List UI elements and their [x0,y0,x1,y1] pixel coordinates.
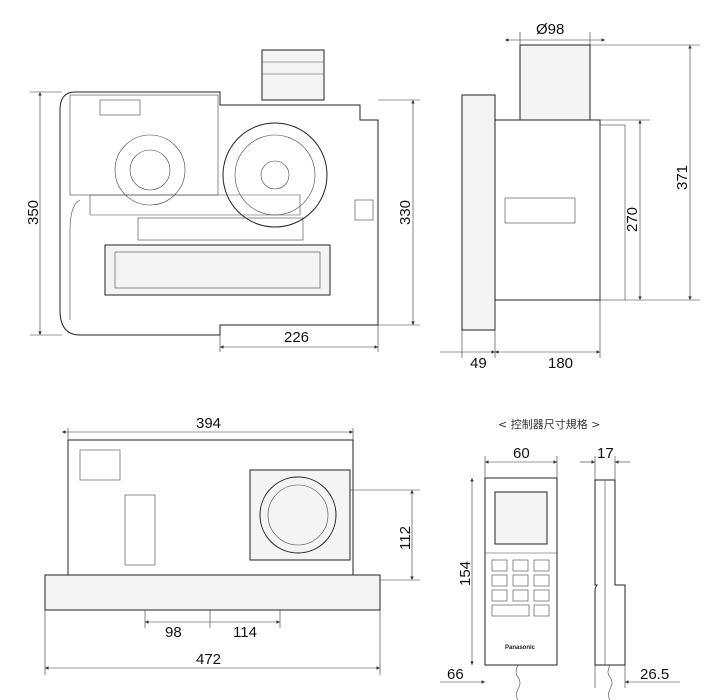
dim-side-total-height: 371 [674,165,691,190]
dim-bottom-width: 394 [196,415,221,432]
dim-side-flange: 49 [470,355,487,372]
dim-controller-bottom-width: 66 [447,666,464,683]
dim-bottom-offset-a: 98 [165,624,182,641]
side-view: Ø98 371 270 49 180 [440,21,700,372]
bottom-view: 394 112 98 114 472 [44,415,420,675]
dim-bottom-depth: 112 [397,526,414,550]
dim-front-height: 350 [25,200,42,225]
controller-view: < 控制器尺寸規格 > Panasonic 60 154 66 17 26.5 [440,417,680,700]
dim-bottom-total-width: 472 [196,651,221,668]
dim-duct-diameter: Ø98 [536,21,564,38]
dim-bottom-offset-b: 114 [233,624,257,641]
dim-controller-height: 154 [457,561,474,586]
front-view: 350 330 226 [25,49,420,352]
dim-controller-width: 60 [513,445,530,462]
dim-front-width-right: 226 [284,329,309,346]
dim-controller-thickness: 17 [597,445,614,462]
controller-brand-logo: Panasonic [505,645,536,651]
dim-side-depth: 180 [548,355,573,372]
dim-side-body-height: 270 [624,207,641,232]
dim-controller-bottom-thickness: 26.5 [640,666,669,683]
controller-buttons [491,559,550,617]
controller-caption: < 控制器尺寸規格 > [498,417,600,431]
dim-front-inner-height: 330 [397,200,414,225]
